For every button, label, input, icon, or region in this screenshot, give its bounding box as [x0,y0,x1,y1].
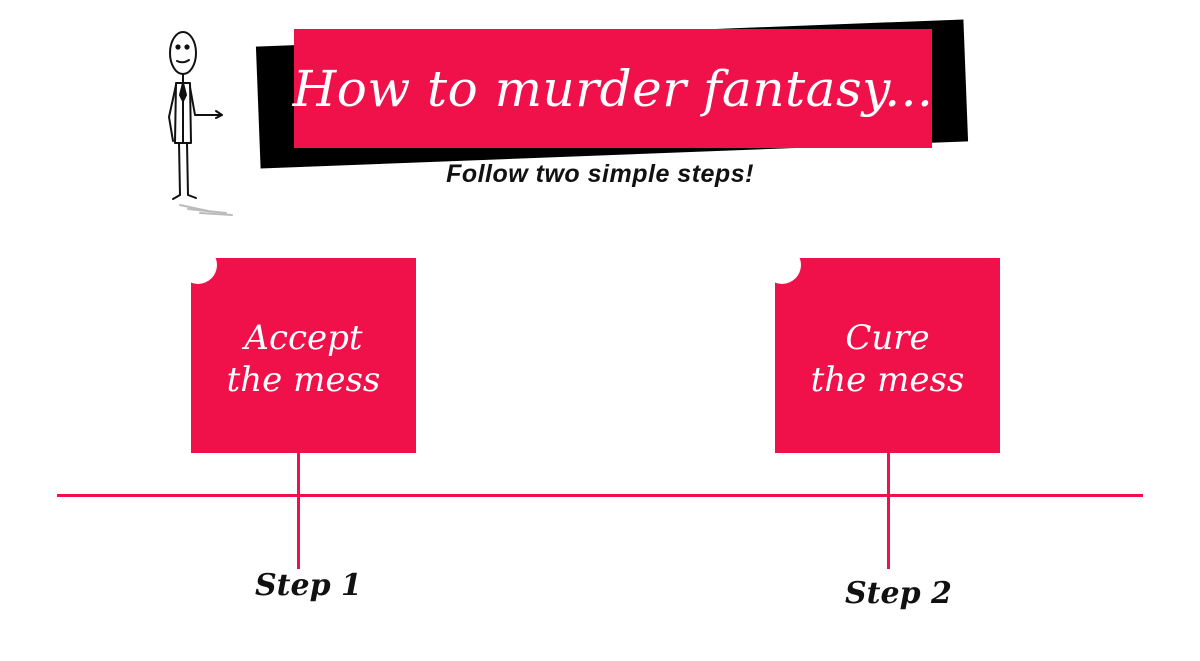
step-2-card-line-1: Cure [845,317,930,358]
stick-figure-presenter-icon [168,31,233,216]
step-1-card-text: Accept the mess [227,311,381,401]
step-1-label: Step 1 [255,568,362,603]
step-1-card-line-1: Accept [244,317,363,358]
card-corner-fold [179,246,217,284]
step-2-card-line-2: the mess [810,359,965,400]
timeline-line [57,494,1143,497]
step-2-card-text: Cure the mess [811,311,965,401]
card-corner-fold [763,246,801,284]
step-1-card: Accept the mess [179,246,416,453]
title-banner: How to murder fantasy... [292,29,934,148]
step-2-connector [887,453,890,569]
page-title: How to murder fantasy... [292,59,934,118]
step-1-connector [297,453,300,569]
page-subtitle: Follow two simple steps! [446,160,754,188]
step-2-label: Step 2 [845,576,952,611]
step-1-card-line-2: the mess [226,359,381,400]
step-2-card: Cure the mess [763,246,1000,453]
